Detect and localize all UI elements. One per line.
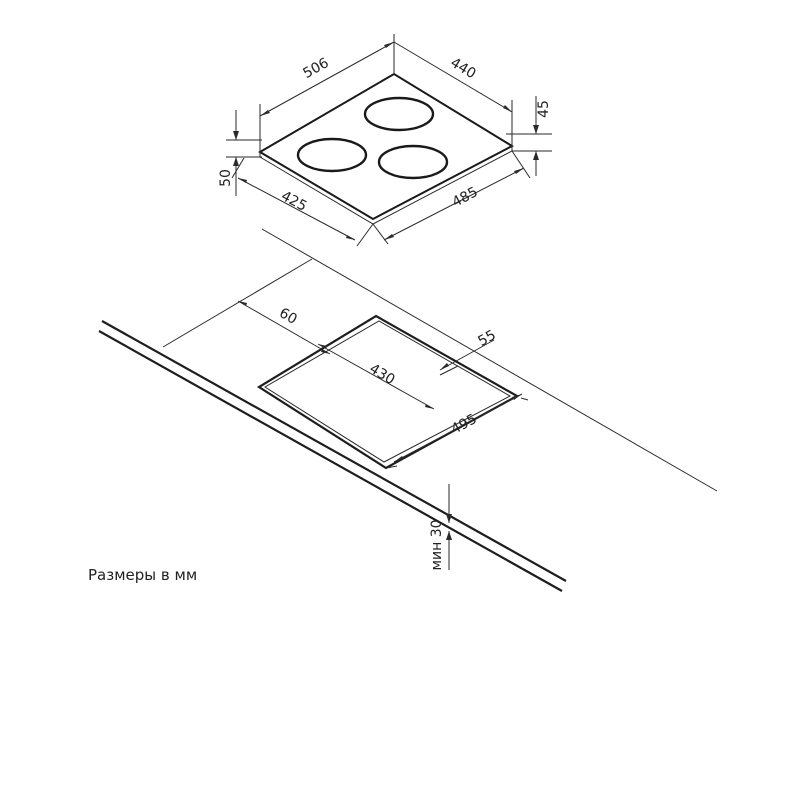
countertop-front-edge-bottom bbox=[98, 330, 563, 592]
dim-label-506: 506 bbox=[300, 55, 331, 82]
dim-label-440: 440 bbox=[447, 55, 478, 82]
dimension-min-30: мин 30 bbox=[429, 484, 452, 571]
dim-label-430: 430 bbox=[366, 361, 397, 388]
dim-label-min-30: мин 30 bbox=[429, 519, 445, 570]
dim-label-55: 55 bbox=[475, 327, 498, 350]
burner-left bbox=[296, 137, 368, 173]
dimension-55: 55 bbox=[439, 327, 499, 371]
burner-right bbox=[377, 144, 449, 180]
dimension-50: 50 bbox=[218, 110, 262, 196]
dim-label-45: 45 bbox=[536, 100, 552, 118]
units-note: Размеры в мм bbox=[88, 566, 198, 584]
dim-label-60: 60 bbox=[276, 305, 299, 328]
countertop-drawing: 60 55 430 495 bbox=[98, 228, 718, 592]
dimension-45: 45 bbox=[506, 96, 552, 176]
hob-drawing: 506 440 45 50 bbox=[218, 34, 552, 247]
countertop-back-edge bbox=[261, 228, 718, 492]
dimension-60: 60 bbox=[237, 300, 331, 355]
burner-large bbox=[363, 96, 435, 132]
dim-label-485: 485 bbox=[450, 184, 481, 211]
dim-label-495: 495 bbox=[449, 411, 480, 438]
dim-label-425: 425 bbox=[278, 188, 309, 215]
countertop-front-edge-top bbox=[101, 320, 567, 582]
dim-label-50: 50 bbox=[218, 169, 234, 187]
